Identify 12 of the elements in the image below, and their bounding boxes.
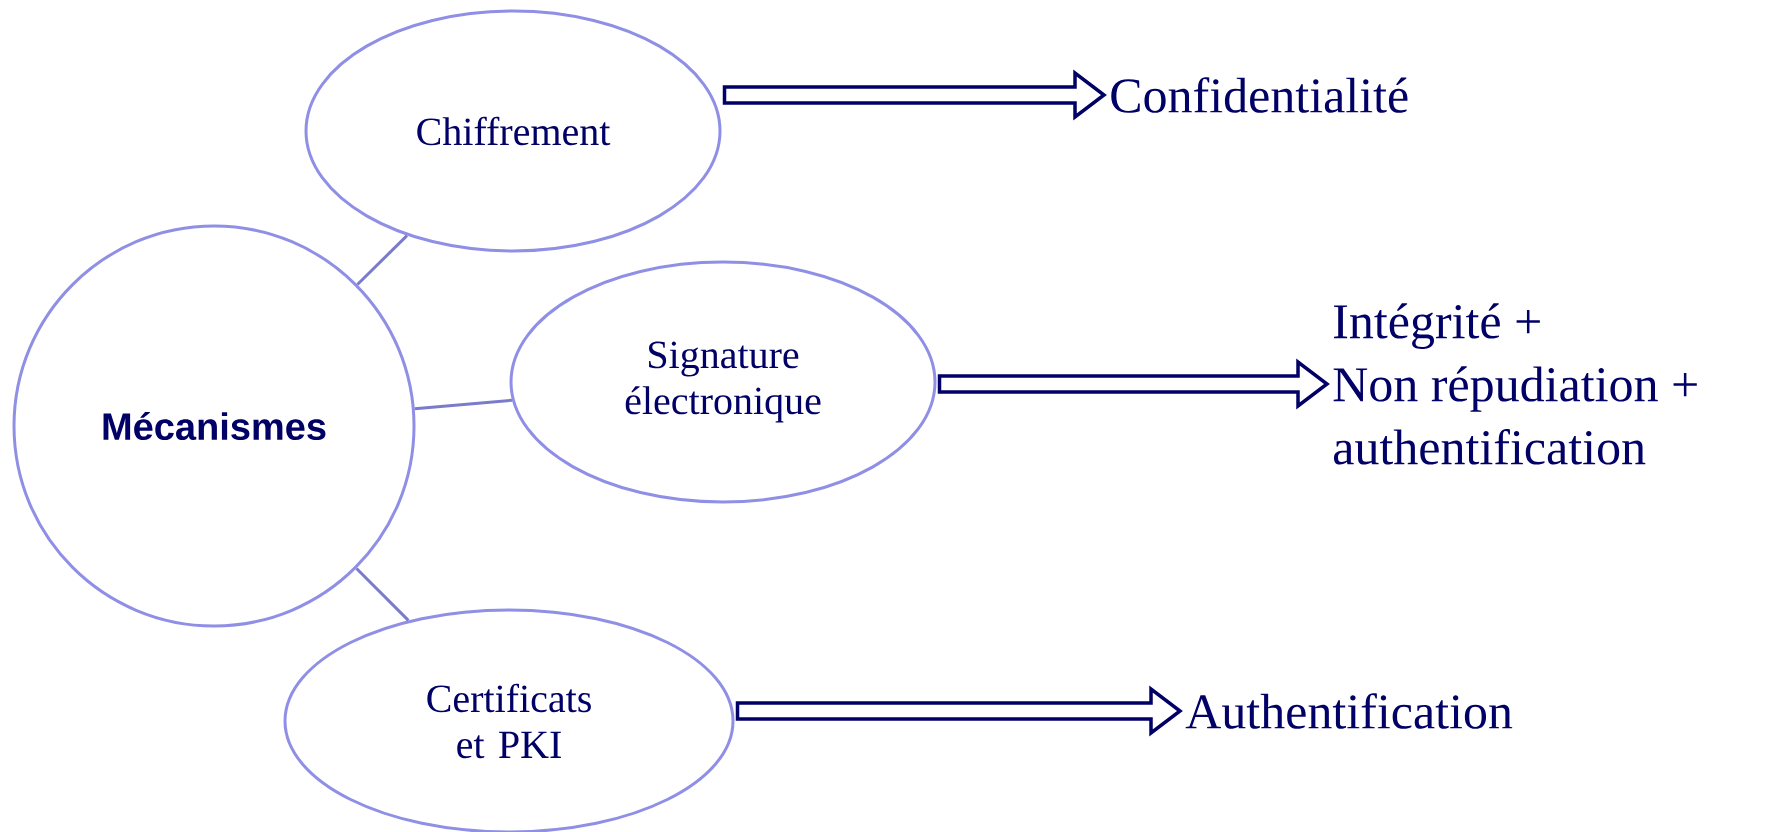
result-text: Authentification: [1185, 693, 1513, 729]
circle-node: Mécanismes: [12, 224, 416, 628]
hollow-arrow: [937, 358, 1330, 410]
result-text: Confidentialité: [1111, 77, 1408, 113]
ellipse-node: Signature électronique: [509, 260, 937, 504]
hollow-arrow: [735, 685, 1183, 737]
result-text: Intégrité + Non répudiation + authentification: [1333, 303, 1697, 465]
hollow-arrow: [722, 69, 1107, 121]
ellipse-node: Chiffrement: [304, 9, 722, 253]
connector-line: [356, 234, 409, 286]
connector-line: [414, 398, 513, 411]
connector-line: [355, 567, 410, 622]
